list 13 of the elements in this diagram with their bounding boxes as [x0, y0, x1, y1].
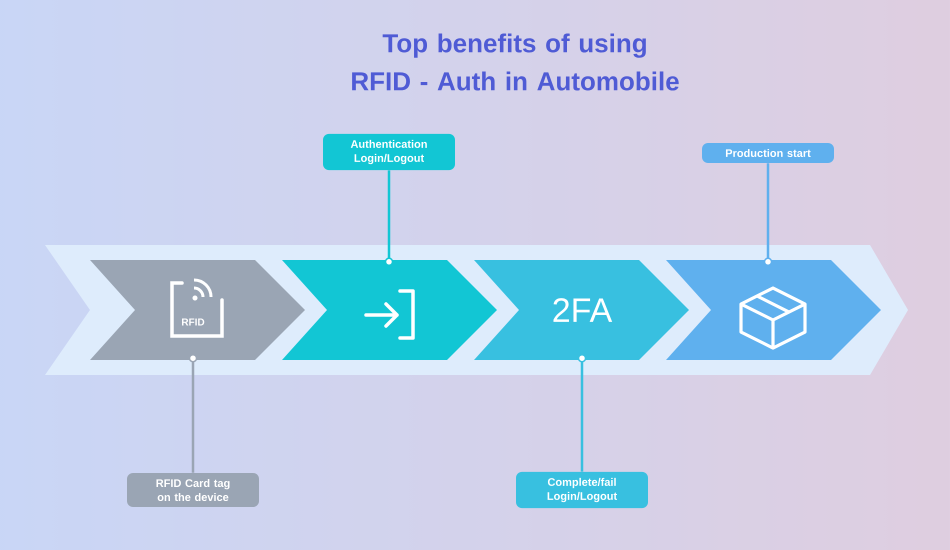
title: Top benefits of using RFID - Auth in Automobile — [352, 33, 679, 91]
callout-box: RFID Card tag on the device — [127, 472, 259, 508]
process-step — [282, 260, 497, 360]
callout-box: Production start — [702, 142, 834, 164]
callout-box: Authentication Login/Logout — [323, 134, 455, 170]
process-step: 2FA — [474, 260, 689, 360]
callout-box: Complete/fail Login/Logout — [516, 472, 648, 508]
leader-line — [384, 170, 394, 266]
leader-line — [578, 354, 586, 472]
process-step — [666, 260, 881, 360]
leader-line — [764, 163, 772, 266]
process-step: RFID — [90, 260, 305, 360]
leader-line — [188, 354, 198, 473]
